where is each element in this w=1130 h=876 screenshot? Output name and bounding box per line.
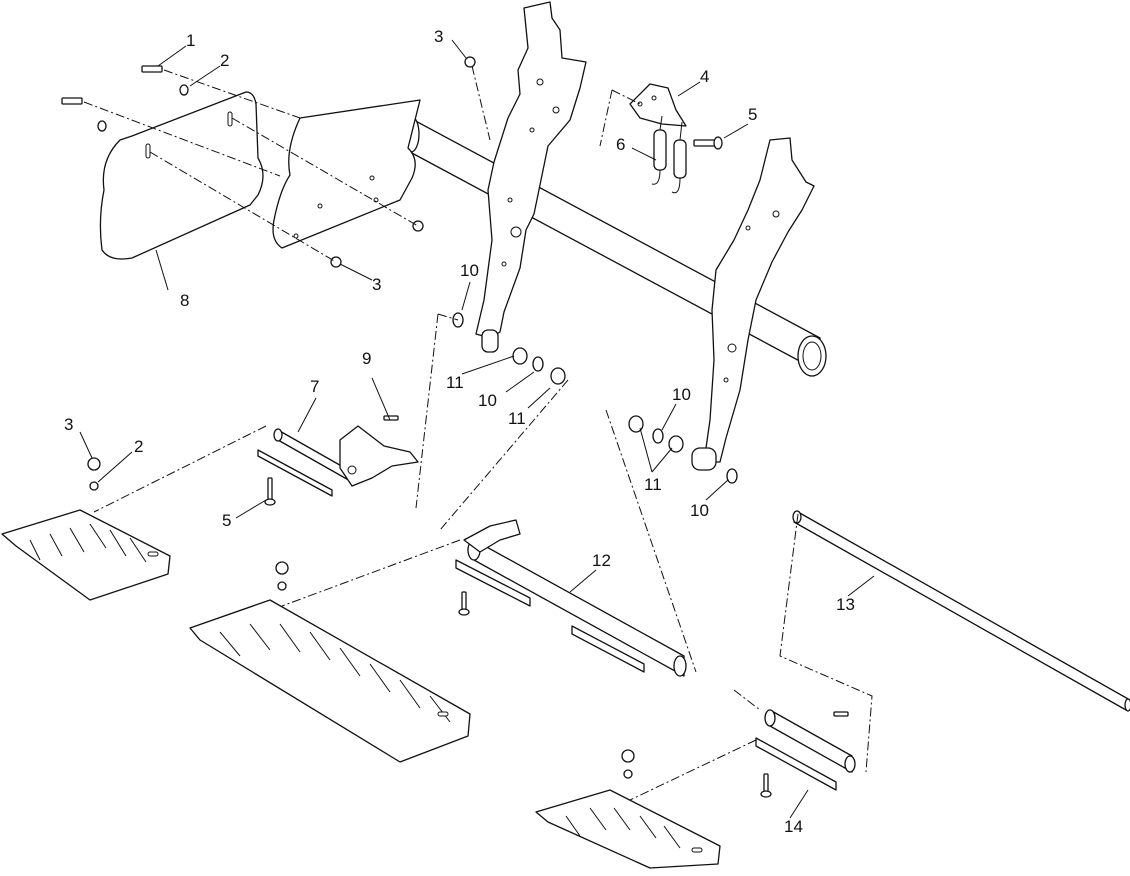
callout-10: 10 bbox=[460, 261, 479, 280]
callout-9: 9 bbox=[362, 349, 371, 368]
callout-2: 2 bbox=[134, 437, 143, 456]
callout-3: 3 bbox=[64, 415, 73, 434]
callout-2: 2 bbox=[220, 51, 229, 70]
plate-8 bbox=[99, 91, 264, 260]
pedal-center bbox=[189, 599, 471, 763]
callout-14: 14 bbox=[784, 817, 803, 836]
nut-washer-center bbox=[275, 561, 289, 591]
spring-bracket-4 bbox=[629, 83, 687, 127]
washer-2 bbox=[97, 84, 189, 132]
callout-5: 5 bbox=[748, 105, 757, 124]
callout-10: 10 bbox=[672, 385, 691, 404]
callout-3: 3 bbox=[372, 275, 381, 294]
rod-13 bbox=[792, 510, 1130, 712]
callout-10: 10 bbox=[690, 501, 709, 520]
callout-12: 12 bbox=[592, 551, 611, 570]
callout-7: 7 bbox=[310, 377, 319, 396]
nut-washer-left-pedal bbox=[87, 457, 101, 491]
callout-10: 10 bbox=[478, 391, 497, 410]
bushings-right bbox=[628, 415, 738, 484]
pedal-bracket-7 bbox=[257, 415, 419, 497]
pedal-left bbox=[1, 509, 171, 601]
callout-11: 11 bbox=[644, 475, 662, 494]
bushings-left bbox=[452, 312, 566, 385]
arm-left bbox=[475, 1, 587, 339]
callout-11: 11 bbox=[508, 409, 526, 428]
callout-5: 5 bbox=[222, 511, 231, 530]
springs-6 bbox=[651, 115, 687, 194]
mount-plate bbox=[272, 99, 421, 249]
callout-labels: 1 2 3 4 5 6 3 8 10 9 7 11 10 11 3 2 5 10… bbox=[64, 27, 855, 836]
callout-6: 6 bbox=[616, 135, 625, 154]
arm-right bbox=[703, 137, 815, 463]
callout-4: 4 bbox=[700, 67, 709, 86]
callout-8: 8 bbox=[180, 291, 189, 310]
assembly-lines bbox=[83, 65, 873, 801]
nut-washer-right bbox=[621, 749, 635, 779]
callout-11: 11 bbox=[446, 373, 464, 392]
pedal-bracket-12 bbox=[455, 519, 687, 677]
callout-13: 13 bbox=[836, 595, 855, 614]
callout-1: 1 bbox=[186, 31, 195, 50]
leader-lines bbox=[79, 39, 875, 819]
bolt-5-top bbox=[693, 136, 723, 150]
callout-3: 3 bbox=[434, 27, 443, 46]
pedal-right bbox=[535, 789, 721, 869]
bolt-5-left bbox=[264, 477, 276, 506]
bolt-1 bbox=[61, 65, 163, 105]
pedal-bracket-14 bbox=[755, 709, 856, 798]
